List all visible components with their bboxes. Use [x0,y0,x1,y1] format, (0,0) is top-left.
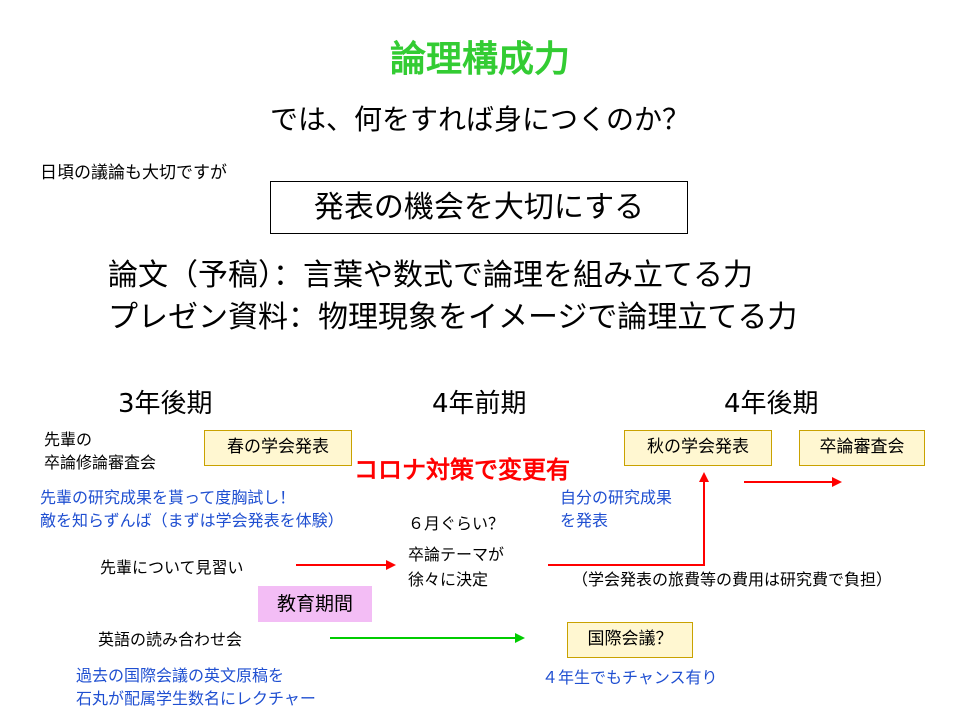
senior-results-note: 先輩の研究成果を貰って度胸試し！ 敵を知らずんば（まずは学会発表を体験） [40,486,344,532]
senior-review-label: 先輩の 卒論修論審査会 [44,428,156,474]
past-manuscripts-line1: 過去の国際会議の英文原稿を [76,666,285,685]
main-emphasis-box: 発表の機会を大切にする [270,181,688,234]
travel-cost-note: （学会発表の旅費等の費用は研究費で負担） [572,570,893,589]
senior-review-line2: 卒論修論審査会 [44,453,157,472]
daily-discussion-note: 日頃の議論も大切ですが [40,163,227,183]
past-manuscripts-line2: 石丸が配属学生数名にレクチャー [76,689,316,708]
international-conference-box: 国際会議？ [567,622,693,658]
thesis-theme-note: 卒論テーマが 徐々に決定 [408,542,504,592]
spring-conference-box: 春の学会発表 [204,430,352,466]
period-4th-year-early: 4年前期 [432,389,527,419]
slide-title: 論理構成力 [389,39,570,80]
thesis-theme-line2: 徐々に決定 [408,570,489,589]
senior-results-line2: 敵を知らずんば（まずは学会発表を体験） [40,511,344,530]
education-period-box: 教育期間 [258,586,372,622]
own-results-line1: 自分の研究成果 [560,488,673,507]
thesis-theme-line1: 卒論テーマが [408,545,505,564]
own-results-line2: を発表 [560,511,609,530]
period-4th-year-late: 4年後期 [724,389,819,419]
period-3rd-year-late: 3年後期 [118,389,213,419]
own-results-note: 自分の研究成果 を発表 [560,486,672,532]
english-reading-session: 英語の読み合わせ会 [98,630,243,649]
autumn-conference-box: 秋の学会発表 [624,430,772,466]
corona-change-note: コロナ対策で変更有 [354,456,570,484]
senior-review-line1: 先輩の [44,430,93,449]
june-note: ６月ぐらい？ [408,514,505,533]
learn-from-seniors: 先輩について見習い [100,558,244,577]
fourth-year-chance-note: ４年生でもチャンス有り [542,668,718,687]
slide-subtitle: では、何をすれば身につくのか？ [269,103,690,136]
presentation-skill-line: プレゼン資料：物理現象をイメージで論理立てる力 [108,300,798,335]
theme-to-autumn-arrow [548,472,709,566]
senior-results-line1: 先輩の研究成果を貰って度胸試し！ [40,488,296,507]
thesis-review-box: 卒論審査会 [799,430,925,466]
past-manuscripts-note: 過去の国際会議の英文原稿を 石丸が配属学生数名にレクチャー [76,664,316,710]
paper-skill-line: 論文（予稿）：言葉や数式で論理を組み立てる力 [108,258,753,293]
